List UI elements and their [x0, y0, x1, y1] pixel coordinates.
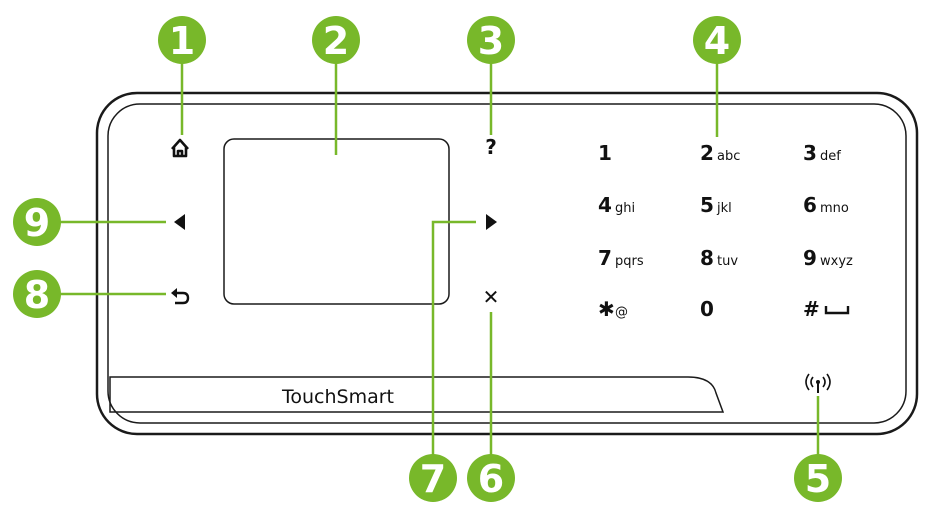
back-icon: [173, 291, 190, 305]
callout-8: 8: [13, 270, 61, 318]
wireless-wave-left-outer: [805, 373, 810, 391]
home-icon: [171, 138, 189, 158]
display-screen: [223, 138, 450, 305]
callout-number: 1: [169, 19, 195, 63]
back-button[interactable]: [171, 288, 190, 305]
callout-number: 4: [704, 19, 730, 63]
keypad-key-main: 6: [803, 193, 817, 217]
keypad-key-main: 4: [598, 193, 612, 217]
panel-outer-border: [95, 91, 919, 436]
keypad-key-main: 8: [700, 246, 714, 270]
wireless-wave-right-outer: [826, 373, 831, 391]
right-arrow-button[interactable]: [486, 214, 497, 230]
back-icon-head: [171, 288, 177, 298]
callout-circle: [693, 16, 741, 64]
callout-leaders: [60, 62, 820, 455]
touchsmart-label: TouchSmart: [281, 386, 394, 408]
left-arrow-icon: [174, 214, 185, 230]
cancel-button[interactable]: ✕: [483, 285, 500, 309]
callout-6: 6: [467, 454, 515, 502]
leader-7: [431, 220, 476, 455]
keypad-key-main: 0: [700, 297, 714, 321]
keypad-key-main: 5: [700, 193, 714, 217]
callout-number: 7: [420, 457, 446, 501]
touchsmart-strip: [109, 376, 725, 413]
callout-circle: [13, 198, 61, 246]
wireless-wave-right-inner: [822, 376, 826, 388]
callout-circle: [312, 16, 360, 64]
left-arrow-button[interactable]: [174, 214, 185, 230]
callout-circle: [409, 454, 457, 502]
wireless-indicator: [805, 373, 831, 393]
keypad-key-main: 7: [598, 246, 612, 270]
keypad-key-main: ✱: [598, 297, 615, 321]
keypad-key-letters: @: [615, 305, 628, 320]
keypad-key-main: 9: [803, 246, 817, 270]
callout-3: 3: [467, 16, 515, 64]
keypad-key-main: 2: [700, 141, 714, 165]
callout-9: 9: [13, 198, 61, 246]
callout-circle: [467, 16, 515, 64]
keypad-key-10[interactable]: 0: [700, 297, 714, 321]
keypad-key-main: #: [803, 297, 820, 321]
panel-inner-border: [107, 103, 907, 424]
callout-7: 7: [409, 454, 457, 502]
keypad-key-0[interactable]: 1: [598, 141, 612, 165]
callout-number: 8: [24, 273, 50, 317]
keypad-key-letters: pqrs: [615, 254, 644, 269]
callout-number: 5: [805, 457, 831, 501]
keypad-key-main: 3: [803, 141, 817, 165]
callout-1: 1: [158, 16, 206, 64]
keypad-key-letters: ghi: [615, 201, 635, 216]
keypad-key-main: 1: [598, 141, 612, 165]
keypad-key-letters: tuv: [717, 254, 738, 269]
keypad-key-letters: mno: [820, 201, 849, 216]
callout-number: 2: [323, 19, 349, 63]
callout-4: 4: [693, 16, 741, 64]
keypad-key-letters: wxyz: [820, 254, 853, 269]
callout-circle: [467, 454, 515, 502]
callout-number: 9: [24, 201, 50, 245]
keypad-key-letters: abc: [717, 149, 740, 164]
space-icon: [824, 306, 850, 315]
callout-number: 3: [478, 19, 504, 63]
callout-circle: [158, 16, 206, 64]
callout-2: 2: [312, 16, 360, 64]
home-button[interactable]: [171, 138, 189, 158]
wireless-wave-left-inner: [810, 376, 814, 388]
keypad-key-9[interactable]: ✱@: [598, 297, 628, 321]
keypad-key-11[interactable]: #: [803, 297, 820, 321]
callout-circle: [794, 454, 842, 502]
callout-circle: [13, 270, 61, 318]
right-arrow-icon: [486, 214, 497, 230]
callout-5: 5: [794, 454, 842, 502]
help-button[interactable]: ?: [485, 135, 497, 159]
callout-number: 6: [478, 457, 504, 501]
keypad-key-letters: jkl: [716, 201, 732, 216]
keypad-key-letters: def: [820, 149, 841, 164]
